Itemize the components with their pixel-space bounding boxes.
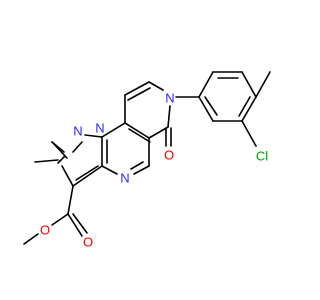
- ring-nitrogen-label: N: [165, 91, 174, 106]
- atom-labels: Cl N N N N O O O: [40, 91, 268, 250]
- pyrimidine-nitrogen-label: N: [120, 171, 129, 186]
- ketone-oxygen-label: O: [164, 148, 174, 163]
- carbonyl-oxygen-label: O: [83, 235, 93, 250]
- bond-lines: [23, 71, 271, 245]
- molecule-structure: Cl N N N N O O O: [23, 71, 271, 250]
- pyrazole-nitrogen-label: N: [73, 124, 82, 139]
- structure-canvas: Cl N N N N O O O: [23, 71, 271, 250]
- ester-oxygen-label: O: [40, 223, 50, 238]
- bridge-nitrogen-label: N: [95, 121, 104, 136]
- chlorine-atom-label: Cl: [256, 149, 268, 164]
